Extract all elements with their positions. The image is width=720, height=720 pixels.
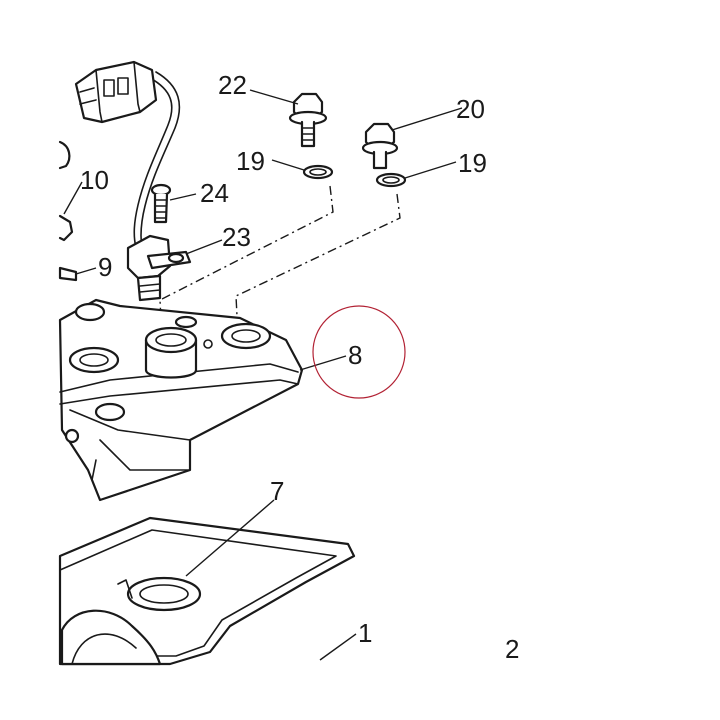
label-24: 24 [200, 178, 229, 208]
bolt-20 [361, 122, 399, 170]
label-2: 2 [505, 634, 519, 664]
label-9: 9 [98, 252, 112, 282]
speed-sensor [126, 234, 192, 302]
label-19-left: 19 [236, 146, 265, 176]
label-1: 1 [358, 618, 372, 648]
screw-24 [150, 183, 172, 224]
bolt-22 [288, 92, 328, 148]
leader-lines [63, 89, 463, 661]
assembly-lines [159, 185, 401, 341]
washer-19b [375, 172, 407, 188]
label-22: 22 [218, 70, 247, 100]
electrical-connector [74, 60, 158, 124]
part-9 [58, 266, 78, 282]
label-10: 10 [80, 165, 109, 195]
label-7: 7 [270, 476, 284, 506]
label-20: 20 [456, 94, 485, 124]
seal-ring-7 [117, 576, 202, 612]
label-8: 8 [348, 340, 362, 370]
highlight-circle [312, 305, 406, 399]
washer-19a [302, 164, 334, 180]
part-10 [58, 140, 74, 242]
cylinder-head-1 [60, 609, 162, 666]
sensor-cable [133, 71, 181, 249]
valve-cover [58, 298, 304, 502]
label-23: 23 [222, 222, 251, 252]
label-19-right: 19 [458, 148, 487, 178]
